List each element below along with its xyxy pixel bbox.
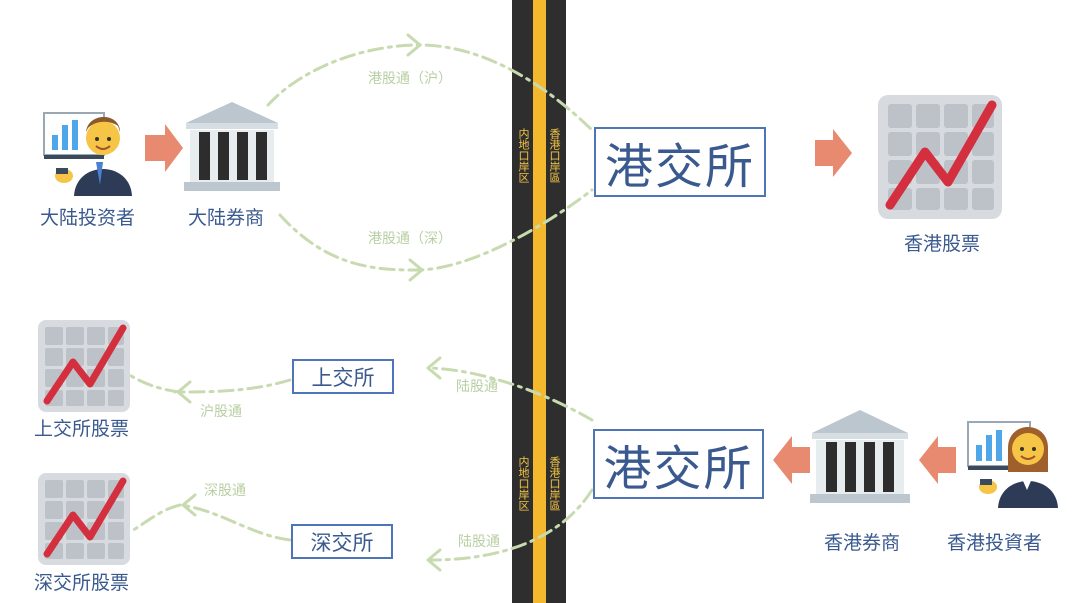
- hk-investor-icon: [967, 421, 1058, 508]
- road-label-mainland-bottom: 内地口岸区: [517, 456, 530, 511]
- flow-line-shen: [178, 503, 292, 542]
- szse-stock-label: 深交所股票: [34, 572, 130, 594]
- flow-label-hu: 沪股通: [200, 404, 242, 420]
- sse-stock-chart-icon: [38, 320, 130, 412]
- mainland-broker-label: 大陆券商: [188, 207, 265, 229]
- road-label-hk-bottom: 香港口岸區: [548, 456, 561, 511]
- flow-line-lu-2: [428, 488, 594, 562]
- flow-line-hu: [173, 378, 292, 394]
- arrow-right-icon: [815, 129, 852, 177]
- hk-broker-label: 香港券商: [824, 532, 901, 554]
- chevron-left-icon: [181, 493, 197, 517]
- chevron-left-icon: [426, 548, 442, 572]
- szse-stock-chart-icon: [38, 473, 130, 565]
- flow-label-hk-sh: 港股通（沪）: [368, 71, 452, 87]
- hk-broker-bank-icon: [810, 410, 910, 503]
- chevron-right-icon: [406, 33, 422, 57]
- chevron-left-icon: [176, 380, 192, 404]
- hk-stock-chart-icon: [878, 95, 1002, 219]
- flow-label-lu-2: 陆股通: [458, 534, 500, 550]
- chevron-right-icon: [408, 258, 424, 282]
- flow-line-hu-tail: [126, 372, 182, 394]
- mainland-investor-label: 大陆投资者: [40, 207, 136, 229]
- flow-label-lu-1: 陆股通: [456, 379, 498, 395]
- hk-investor-label: 香港投資者: [947, 532, 1043, 554]
- flow-line-lu-1: [428, 366, 594, 422]
- arrow-left-icon: [919, 436, 956, 484]
- road-label-mainland-top: 内地口岸区: [517, 128, 530, 183]
- arrow-right-icon: [145, 124, 183, 172]
- hkex-box-top: 港交所: [594, 127, 766, 197]
- hk-stock-label: 香港股票: [904, 233, 981, 255]
- chevron-left-icon: [426, 356, 442, 380]
- szse-box: 深交所: [291, 524, 393, 559]
- flow-line-shen-tail: [128, 503, 182, 534]
- sse-box: 上交所: [292, 359, 394, 394]
- road-label-hk-top: 香港口岸區: [548, 128, 561, 183]
- arrow-left-icon: [773, 436, 810, 484]
- sse-stock-label: 上交所股票: [34, 418, 130, 440]
- flow-label-hk-sz: 港股通（深）: [368, 231, 452, 247]
- hkex-box-bottom: 港交所: [593, 429, 764, 499]
- road-center-line: [533, 0, 546, 603]
- flow-label-shen: 深股通: [204, 483, 246, 499]
- mainland-investor-icon: [43, 112, 132, 196]
- mainland-broker-bank-icon: [184, 102, 280, 191]
